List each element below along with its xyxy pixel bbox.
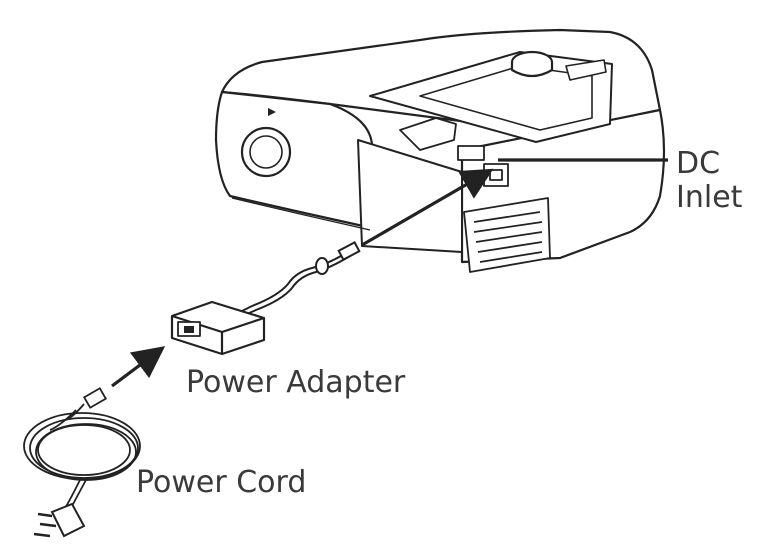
power-cord-label: Power Cord bbox=[136, 465, 307, 500]
power-adapter-label: Power Adapter bbox=[186, 365, 406, 400]
vent-grille bbox=[463, 197, 551, 273]
dc-inlet-label-line1: DC bbox=[676, 146, 721, 181]
dc-inlet-label: DC Inlet bbox=[676, 147, 742, 215]
dc-cable bbox=[235, 241, 361, 319]
adapter-to-inlet-arrow bbox=[361, 168, 494, 247]
cpap-device bbox=[214, 28, 666, 273]
power-cord bbox=[23, 387, 141, 538]
cord-to-adapter-arrow bbox=[111, 346, 166, 388]
power-adapter bbox=[170, 300, 266, 356]
plug-icon bbox=[33, 502, 86, 538]
dc-inlet-label-line2: Inlet bbox=[676, 180, 743, 215]
